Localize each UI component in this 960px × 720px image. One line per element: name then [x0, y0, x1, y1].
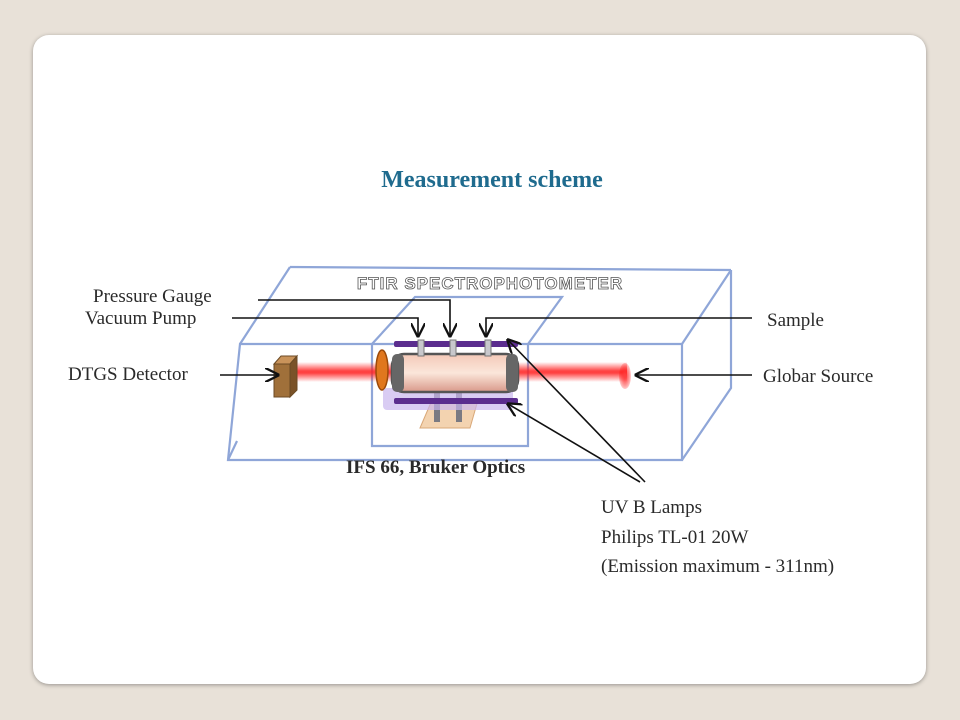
label-lamps-line3: (Emission maximum - 311nm) — [601, 556, 835, 577]
pressure-gauge-leader — [258, 299, 450, 336]
ftir-box — [226, 265, 733, 462]
vacuum-pump-leader — [232, 317, 418, 336]
uv-lamp-leader-bottom — [508, 404, 641, 483]
label-instrument: IFS 66, Bruker Optics — [346, 457, 526, 478]
globar-source-mark — [619, 363, 631, 389]
label-vacuum-pump: Vacuum Pump — [85, 308, 197, 329]
lens-window — [375, 349, 389, 391]
label-lamps-line1: UV B Lamps — [601, 497, 702, 518]
sample-leader — [486, 317, 752, 336]
cell-ports — [417, 339, 492, 357]
label-globar-source: Globar Source — [763, 366, 874, 387]
label-dtgs-detector: DTGS Detector — [68, 364, 188, 385]
ftir-box-title: FTIR SPECTROPHOTOMETER — [357, 274, 623, 293]
uv-lamp-leader-top — [508, 340, 646, 483]
label-lamps-line2: Philips TL-01 20W — [601, 527, 749, 548]
page-title: Measurement scheme — [381, 167, 603, 193]
dtgs-detector-block — [272, 354, 299, 399]
leader-lines — [220, 299, 752, 483]
label-sample: Sample — [767, 310, 824, 331]
gas-cell — [390, 352, 520, 394]
uv-lamp-bottom — [394, 398, 518, 404]
label-pressure-gauge: Pressure Gauge — [93, 286, 212, 307]
